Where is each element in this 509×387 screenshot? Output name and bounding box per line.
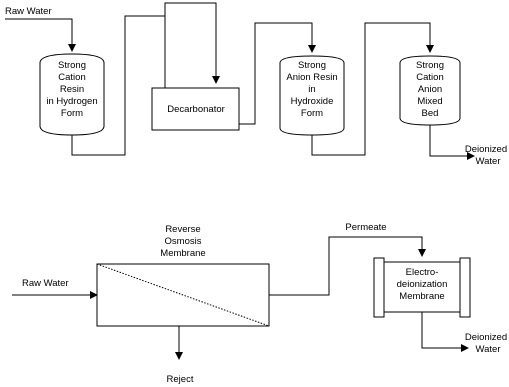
vessel-anion-resin: Strong Anion Resin in Hydroxide Form <box>279 55 345 136</box>
bottom-raw-water-label: Raw Water <box>22 278 69 289</box>
vessel2-line1: Strong <box>298 60 326 71</box>
vessel3-line3: Anion <box>418 84 442 95</box>
ro-label-line3: Membrane <box>160 248 205 259</box>
vessel1-line1: Strong <box>58 60 86 71</box>
ro-label-line1: Reverse <box>165 224 200 235</box>
vessel3-line4: Mixed <box>417 96 442 107</box>
vessel1-line2: Cation <box>58 72 85 83</box>
top-output-line2: Water <box>476 156 501 167</box>
top-output-line1: Deionized <box>465 144 507 155</box>
bottom-output-line1: Deionized <box>465 332 507 343</box>
vessel-mixed-bed: Strong Cation Anion Mixed Bed <box>399 55 461 126</box>
vessel3-line2: Cation <box>416 72 443 83</box>
pipe-decarbonator-to-vessel2 <box>239 22 316 125</box>
bottom-outlet-line <box>421 312 469 352</box>
vessel1-line4: in Hydrogen <box>46 96 97 107</box>
edi-label-line3: Membrane <box>399 291 444 302</box>
top-diagram: Raw Water Strong Cation Resin in Hydroge… <box>5 2 507 167</box>
vessel-cation-resin: Strong Cation Resin in Hydrogen Form <box>39 53 105 136</box>
top-raw-water-label: Raw Water <box>5 6 52 17</box>
decarbonator-label: Decarbonator <box>167 104 225 115</box>
top-inlet-line <box>5 18 76 52</box>
pipe-vessel1-to-decarbonator <box>71 2 220 156</box>
decarbonator-box: Decarbonator <box>151 87 240 131</box>
vessel1-line5: Form <box>61 108 83 119</box>
vessel2-line3: in <box>308 84 315 95</box>
bottom-output-line2: Water <box>476 344 501 355</box>
permeate-label: Permeate <box>345 222 386 233</box>
vessel3-line5: Bed <box>422 108 439 119</box>
ro-membrane-box <box>96 263 270 327</box>
edi-label-line1: Electro- <box>406 267 439 278</box>
vessel3-line1: Strong <box>416 60 444 71</box>
vessel2-line2: Anion Resin <box>286 72 337 83</box>
vessel2-line5: Form <box>301 108 323 119</box>
vessel2-line4: Hydroxide <box>291 96 334 107</box>
ro-membrane-diagonal <box>96 263 270 327</box>
top-outlet-line <box>429 125 475 160</box>
bottom-diagram: Raw Water Reverse Osmosis Membrane Rejec… <box>12 222 507 385</box>
reject-label: Reject <box>167 374 194 385</box>
edi-label-line2: deionization <box>397 279 448 290</box>
edi-unit: Electro- deionization Membrane <box>373 257 471 318</box>
ro-label-line2: Osmosis <box>165 236 202 247</box>
pipe-vessel2-to-vessel3 <box>311 22 434 156</box>
vessel1-line3: Resin <box>60 84 84 95</box>
permeate-line <box>269 236 426 296</box>
